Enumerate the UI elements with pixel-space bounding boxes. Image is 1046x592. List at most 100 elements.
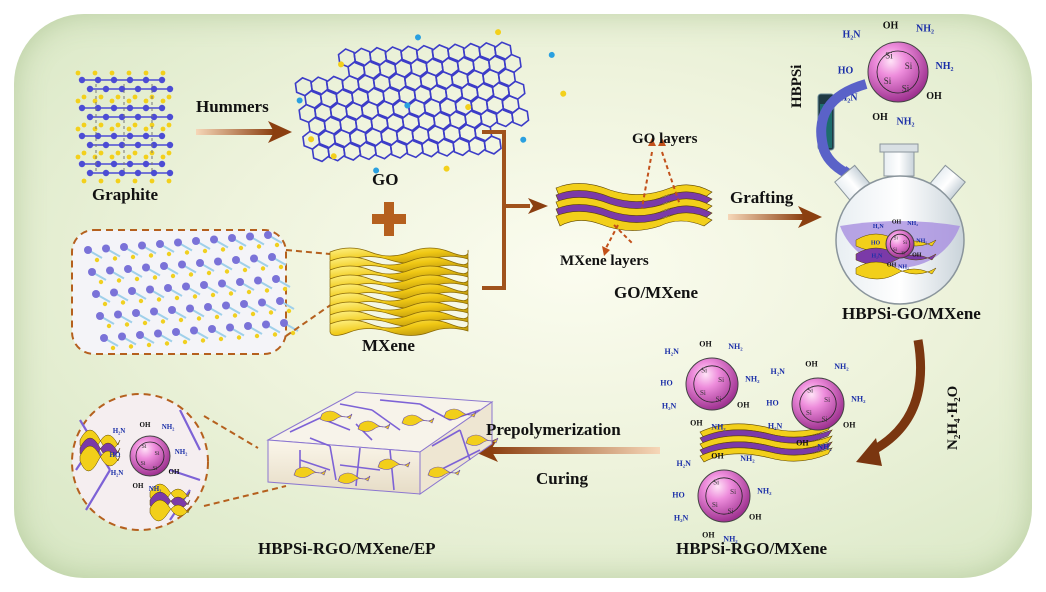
edge-atom: [126, 154, 132, 160]
go-sheet: [294, 29, 567, 174]
metal-atom: [280, 319, 288, 327]
functional-group-label: OH: [912, 253, 922, 259]
functional-group-label: NH₂: [149, 485, 162, 493]
functional-group-label: H₂N: [113, 427, 126, 435]
functional-group-label: HO: [110, 451, 121, 459]
edge-atom: [75, 70, 81, 76]
metal-atom: [186, 304, 194, 313]
metal-atom: [96, 312, 104, 320]
edge-atom: [75, 126, 81, 132]
embedded-filler: [377, 458, 411, 470]
functional-group: [443, 165, 450, 172]
zoom-sheet: [149, 499, 191, 522]
embedded-filler: [401, 414, 435, 426]
functional-group-label: H₂N: [676, 459, 691, 468]
carbon-atom: [166, 251, 172, 257]
metal-atom: [100, 334, 108, 342]
carbon-atom: [196, 316, 202, 321]
carbon-atom: [282, 286, 288, 292]
functional-group-label: NH₂: [711, 423, 726, 432]
functional-group-label: OH: [690, 419, 703, 428]
edge-atom: [132, 150, 138, 156]
functional-group-label: OH: [872, 112, 888, 123]
edge-atom: [160, 154, 166, 160]
functional-group-label: NH₂: [817, 443, 832, 452]
carbon-atom: [214, 314, 220, 320]
go-layers-label: GO layers: [632, 131, 698, 147]
carbon-atom: [272, 332, 278, 337]
silicon-label: Si: [806, 409, 812, 417]
functional-group-label: OH: [711, 451, 724, 460]
functional-group-label: NH₂: [851, 394, 866, 403]
metal-atom: [214, 257, 222, 266]
carbon-atom: [116, 278, 122, 283]
network-line: [339, 464, 381, 471]
carbon-atom: [184, 250, 190, 255]
metal-atom: [146, 285, 154, 294]
carbon-atom: [146, 342, 152, 348]
metal-atom: [218, 279, 226, 288]
metal-atom: [142, 263, 150, 272]
network-line: [179, 409, 201, 451]
functional-group-label: OH: [892, 220, 902, 226]
embedded-filler: [443, 408, 477, 420]
carbon-atom: [158, 132, 166, 140]
metal-atom: [240, 300, 248, 308]
silicon-label: Si: [728, 507, 734, 515]
edge-atom: [92, 98, 98, 104]
functional-group-label: OH: [140, 421, 151, 429]
edge-atom: [149, 122, 155, 128]
metal-atom: [156, 240, 164, 248]
go-ring: [358, 140, 377, 161]
edge-atom: [126, 126, 132, 132]
functional-group: [548, 51, 555, 58]
embedded-filler: [319, 410, 353, 422]
go-ring: [405, 138, 424, 159]
mxene-label: MXene: [362, 336, 415, 355]
zoom-line: [203, 485, 287, 507]
edge-atom: [160, 98, 166, 104]
metal-atom: [262, 320, 270, 329]
metal-atom: [190, 326, 198, 335]
carbon-atom: [166, 141, 174, 149]
functional-group-label: OH: [805, 359, 818, 368]
hbpsi-rgo-mxene-label: HBPSi-RGO/MXene: [676, 539, 828, 558]
functional-group: [296, 97, 303, 104]
functional-group: [330, 153, 337, 160]
silicon-label: Si: [822, 415, 828, 423]
mxene-stack: [329, 247, 469, 336]
go-ring: [511, 107, 530, 127]
edge-atom: [160, 126, 166, 132]
carbon-atom: [128, 344, 134, 349]
edge-atom: [143, 126, 149, 132]
silicon-label: Si: [701, 367, 707, 375]
carbon-atom: [166, 169, 174, 177]
metal-atom: [84, 246, 92, 254]
carbon-atom: [110, 345, 116, 351]
carbon-atom: [152, 275, 158, 280]
hbpsi-rgo-mxene-ep-label: HBPSi-RGO/MXene/EP: [258, 539, 436, 558]
carbon-atom: [182, 339, 188, 345]
network-line: [169, 468, 201, 482]
carbon-atom: [94, 257, 100, 263]
metal-atom: [120, 243, 128, 251]
silicon-label: Si: [712, 501, 718, 509]
hydrazine-arrow: [856, 339, 926, 466]
functional-group-label: NH₂: [757, 486, 772, 495]
silicon-label: Si: [902, 84, 910, 94]
embedded-filler: [337, 472, 371, 484]
edge-atom: [132, 122, 138, 128]
edge-atom: [92, 70, 98, 76]
network-line: [439, 449, 481, 471]
zoom-line: [203, 415, 259, 449]
go-ring: [327, 141, 346, 162]
edge-atom: [109, 154, 115, 160]
metal-atom: [200, 281, 208, 289]
edge-atom: [143, 70, 149, 76]
carbon-atom: [148, 253, 154, 258]
silicon-label: Si: [893, 248, 898, 253]
silicon-label: Si: [905, 61, 913, 71]
edge-atom: [166, 122, 172, 128]
metal-atom: [268, 253, 276, 261]
